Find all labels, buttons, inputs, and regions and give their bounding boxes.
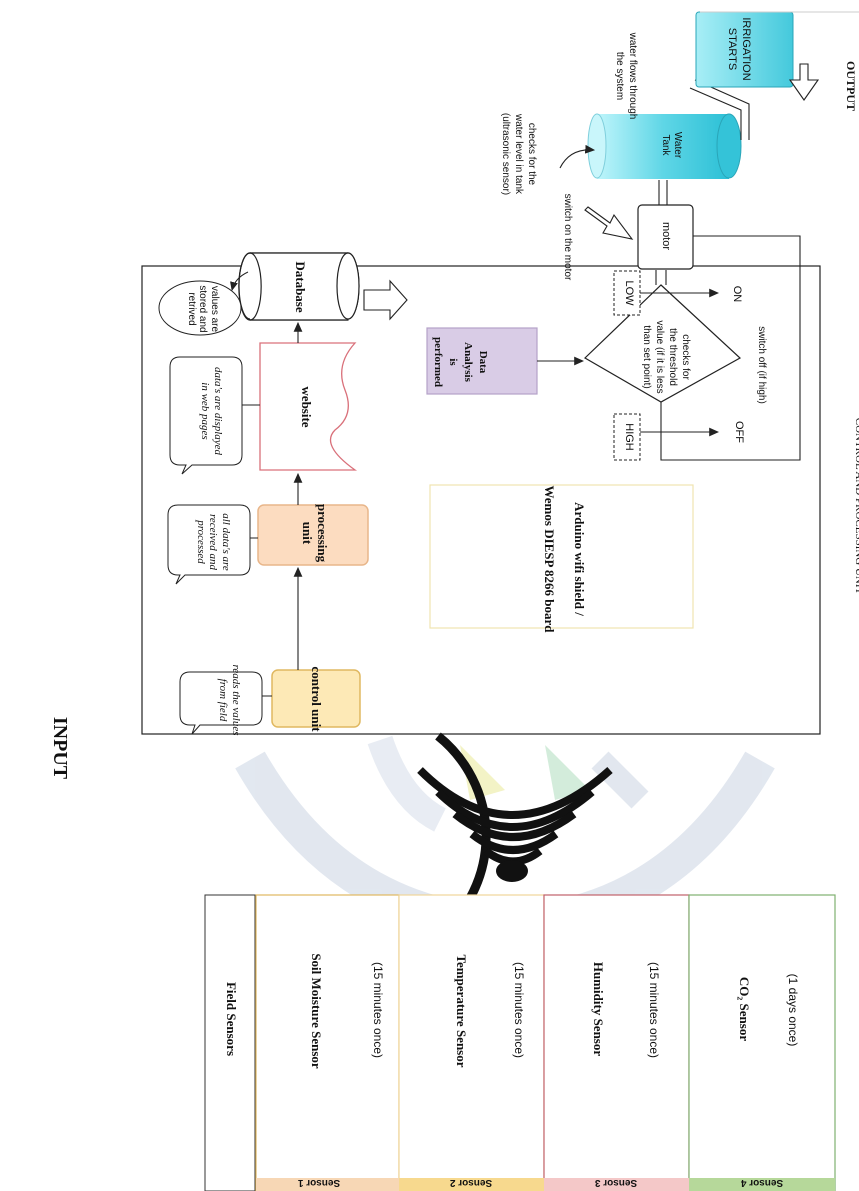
threshold-label: checks for the threshold value (if it is… [641, 320, 691, 394]
processing-unit-box [257, 504, 369, 566]
tank-label: Water Tank [660, 131, 684, 159]
control-processing-label: CONTROL AND PROCESSING UNIT [853, 417, 859, 595]
board-box [429, 484, 694, 629]
hollow-arrow-output [788, 63, 820, 101]
irrigation-label: IRRIGATION STARTS [726, 17, 752, 81]
sensor-4-name: CO₂ Sensor [737, 976, 752, 1042]
analysis-box [426, 327, 538, 395]
sensor-4-tag: Sensor 4 [740, 1177, 784, 1188]
database-label: Database [293, 261, 308, 313]
motor-label: motor [660, 221, 672, 251]
processing-note-bubble [167, 504, 251, 585]
sensor-3-name: Humidity Sensor [591, 961, 606, 1057]
sensor-2-frequency: (15 minutes once) [512, 961, 526, 1059]
input-label: INPUT [49, 716, 71, 780]
wifi-arcs [417, 767, 613, 866]
high-label: HIGH [623, 423, 635, 451]
control-unit-label: control unit [309, 666, 324, 732]
control-note-bubble [179, 671, 263, 735]
tank-note: checks for the water level in tank (ultr… [500, 112, 537, 196]
sensor-4-frequency: (1 days once) [786, 973, 800, 1047]
switch-on-label: switch on the motor [562, 193, 573, 281]
hollow-arrow-switch-on [584, 206, 634, 240]
flow-note: water flows through the system [614, 32, 638, 120]
off-label: OFF [733, 421, 745, 443]
website-label: website [299, 386, 314, 428]
sensor-1-tag: Sensor 1 [297, 1177, 341, 1188]
processing-unit-label: processing unit [300, 503, 330, 563]
website-note-bubble [169, 356, 243, 475]
low-label: LOW [623, 280, 635, 306]
motor-box [637, 204, 694, 270]
sensor-table-header: Field Sensors [224, 981, 239, 1057]
switch-off-label: switch off (if high) [756, 326, 767, 404]
control-processing-frame [141, 265, 821, 735]
sensor-2-name: Temperature Sensor [454, 954, 469, 1068]
sensor-3-tag: Sensor 3 [594, 1177, 638, 1188]
switch-off-line [660, 235, 801, 461]
sensor-2-tag: Sensor 2 [449, 1177, 493, 1188]
on-label: ON [731, 285, 743, 303]
wifi-dot [496, 860, 528, 882]
sensor-3-frequency: (15 minutes once) [647, 961, 661, 1059]
database-note: values are stored and retrived [186, 285, 220, 333]
low-box [613, 270, 641, 316]
control-unit-note: reads the values from field [217, 664, 242, 736]
board-label: Arduino wifi shield / Wemos DIESP 8266 b… [542, 485, 587, 633]
database-note-bubble [158, 280, 242, 336]
hollow-arrow-db-to-analysis [363, 279, 408, 321]
sensor-table [204, 894, 836, 1191]
control-unit-box [271, 669, 361, 728]
processing-unit-note: all data's are received and processed [194, 513, 232, 571]
sensor-1-frequency: (15 minutes once) [371, 961, 385, 1059]
database-cylinder [238, 252, 360, 321]
website-note: data's are displayed in web pages [199, 366, 224, 456]
sensor-1-name: Soil Moisture Sensor [309, 953, 324, 1069]
output-label: OUTPUT [844, 60, 858, 111]
water-tank [587, 113, 742, 179]
analysis-label: Data Analysis is performed [432, 336, 489, 388]
tank-note-arrow [559, 144, 596, 169]
high-box [613, 413, 641, 461]
